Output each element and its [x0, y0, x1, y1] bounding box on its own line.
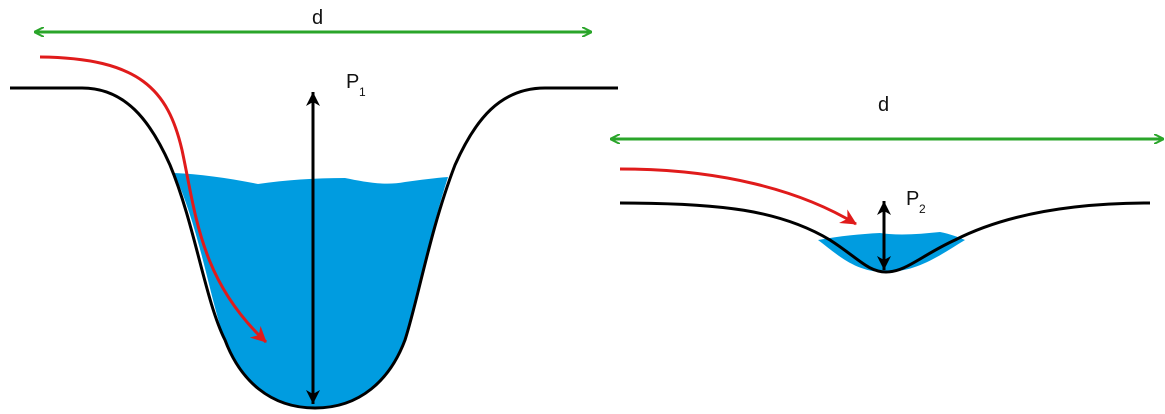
shallow-channel: d P 2 — [612, 94, 1162, 274]
deep-channel-depth-subscript: 1 — [359, 85, 366, 99]
shallow-channel-flow-arrow — [619, 167, 857, 226]
deep-channel-ground — [10, 86, 618, 410]
shallow-channel-width-label: d — [878, 94, 889, 116]
shallow-channel-ground — [619, 201, 1151, 274]
deep-channel: d P 1 — [10, 7, 618, 410]
deep-channel-flow-arrow — [39, 55, 268, 344]
deep-channel-water — [174, 173, 448, 408]
shallow-channel-depth-subscript: 2 — [919, 202, 926, 216]
deep-channel-width-label: d — [312, 7, 323, 29]
shallow-channel-depth-label: P — [906, 188, 919, 210]
shallow-channel-water — [818, 232, 965, 272]
deep-channel-depth-label: P — [346, 71, 359, 93]
